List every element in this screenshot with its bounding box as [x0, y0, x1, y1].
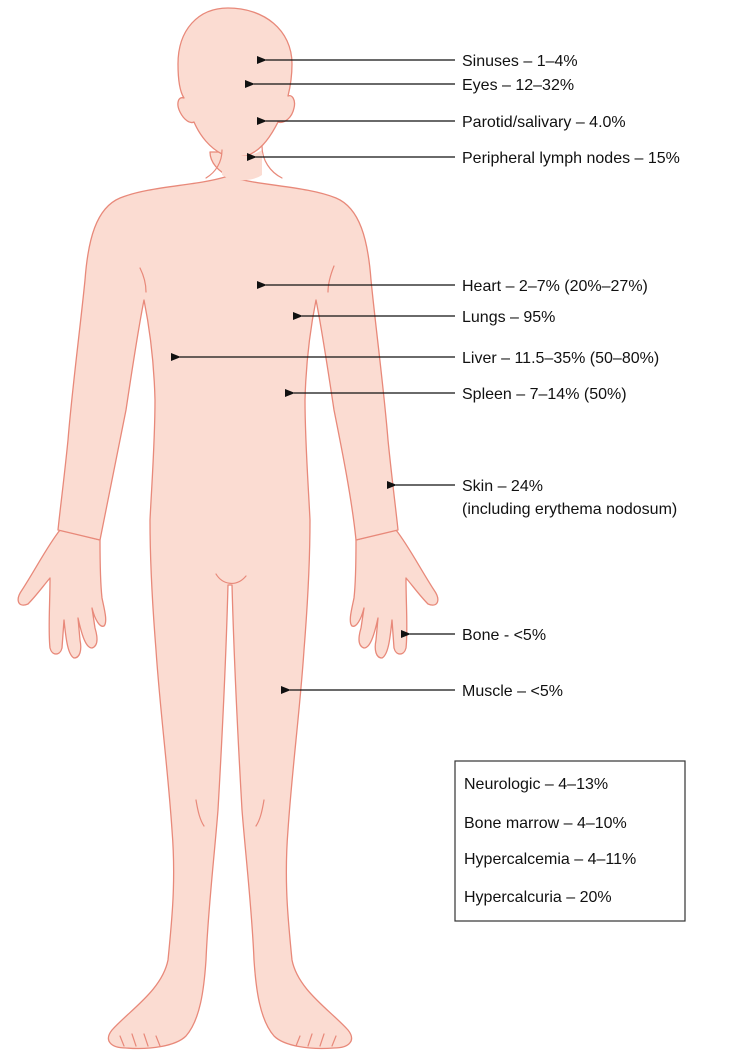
label-muscle: Muscle – <5%	[462, 683, 563, 700]
label-heart: Heart – 2–7% (20%–27%)	[462, 278, 648, 295]
label-bone: Bone - <5%	[462, 627, 546, 644]
label-sinuses: Sinuses – 1–4%	[462, 53, 578, 70]
label-spleen: Spleen – 7–14% (50%)	[462, 386, 627, 403]
organ-labels: Sinuses – 1–4% Eyes – 12–32% Parotid/sal…	[462, 53, 680, 700]
right-hand	[350, 530, 438, 658]
label-lymph-nodes: Peripheral lymph nodes – 15%	[462, 150, 680, 167]
label-skin: Skin – 24%	[462, 478, 543, 495]
head	[178, 8, 295, 157]
box-item-neurologic: Neurologic – 4–13%	[464, 776, 608, 793]
left-hand	[18, 530, 106, 658]
label-liver: Liver – 11.5–35% (50–80%)	[462, 350, 659, 367]
torso-and-limbs	[58, 152, 398, 1049]
box-item-hypercalcuria: Hypercalcuria – 20%	[464, 889, 612, 906]
human-body-outline	[18, 8, 438, 1049]
box-item-hypercalcemia: Hypercalcemia – 4–11%	[464, 851, 636, 868]
systemic-findings-box: Neurologic – 4–13% Bone marrow – 4–10% H…	[455, 761, 685, 921]
label-eyes: Eyes – 12–32%	[462, 77, 574, 94]
label-skin-detail: (including erythema nodosum)	[462, 501, 677, 518]
label-lungs: Lungs – 95%	[462, 309, 555, 326]
label-parotid: Parotid/salivary – 4.0%	[462, 114, 626, 131]
box-item-bone-marrow: Bone marrow – 4–10%	[464, 815, 627, 832]
neck-right-edge	[262, 146, 282, 178]
